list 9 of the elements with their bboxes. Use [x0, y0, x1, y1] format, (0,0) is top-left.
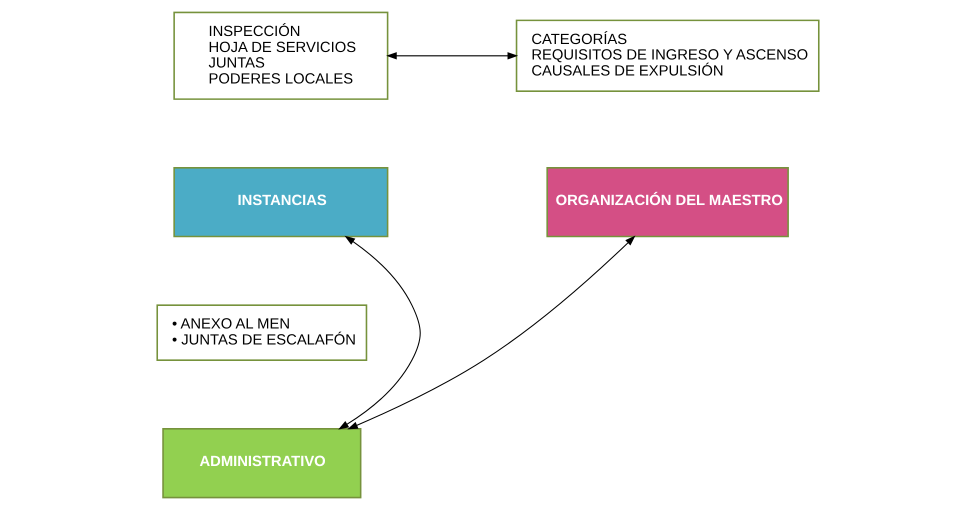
node-box: INSPECCIÓN HOJA DE SERVICIOS JUNTAS PODERES LOCALES	[172, 12, 388, 100]
node-box: INSTANCIAS	[172, 167, 388, 238]
node-box: CATEGORÍAS REQUISITOS DE INGRESO Y ASCENSO CAUSALES DE EXPULSIÓN	[515, 20, 820, 92]
arrow	[386, 52, 518, 60]
arrow	[338, 236, 420, 430]
node-box: ORGANIZACIÓN DEL MAESTRO	[546, 167, 788, 238]
node-box: • ANEXO AL MEN • JUNTAS DE ESCALAFÓN	[156, 304, 367, 361]
arrow	[346, 236, 635, 430]
node-box: ADMINISTRATIVO	[162, 428, 361, 498]
